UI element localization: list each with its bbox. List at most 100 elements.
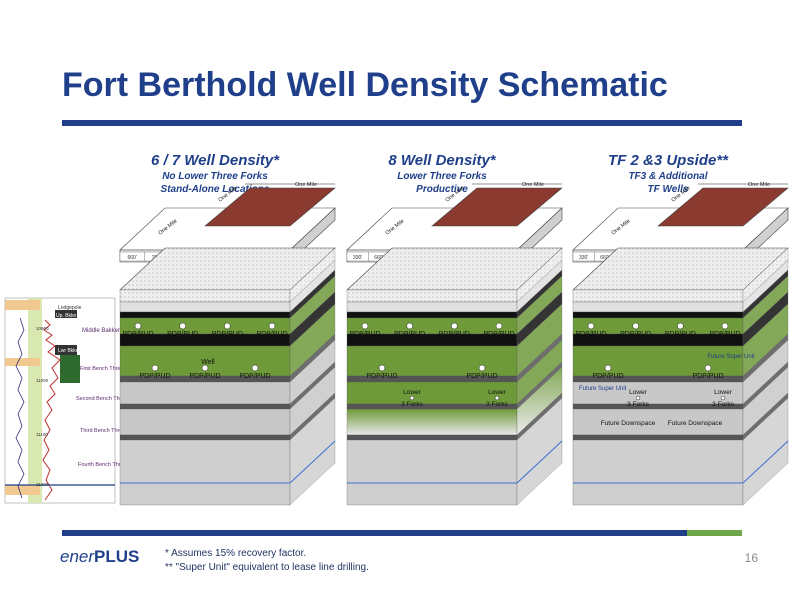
block-2-lower-label: Lower bbox=[403, 389, 422, 396]
logo-text-ener: ener bbox=[60, 547, 95, 566]
block-3-brown-plate bbox=[657, 187, 789, 227]
block-3-mb-well-label: PDP/PUD bbox=[575, 331, 606, 338]
block-1-layer-front bbox=[119, 439, 291, 506]
block-2-layer-front bbox=[346, 439, 518, 506]
block-2-layer-front bbox=[346, 345, 518, 377]
block-3-heading: TF 2 &3 Upside** bbox=[608, 152, 729, 169]
block-3-tf-well-label: PDP/PUD bbox=[692, 373, 723, 380]
block-2-lower-label: 3 Forks bbox=[401, 401, 423, 408]
block-1-mb-well-marker bbox=[268, 322, 276, 330]
slide-title: Fort Berthold Well Density Schematic bbox=[62, 66, 668, 104]
block-2-brown-plate bbox=[431, 187, 563, 227]
block-3-layer-front bbox=[572, 311, 744, 319]
block-2-mb-well-marker bbox=[361, 322, 369, 330]
block-3-future-downspace-1: Future Downspace bbox=[601, 420, 656, 427]
log-label-upper-shale: Up. Bkkn Shale bbox=[56, 313, 91, 319]
well-log: Lodgepole Up. Bkkn Shale Middle Bakken L… bbox=[4, 297, 143, 504]
block-1-mb-well-label: PDP/PUD bbox=[167, 331, 198, 338]
block-1-mb-well-label: PDP/PUD bbox=[122, 331, 153, 338]
block-1-tf-well-marker bbox=[251, 364, 259, 372]
block-2-subheading-2: Productive bbox=[416, 184, 468, 195]
block-2-tf-well-label: PDP/PUD bbox=[466, 373, 497, 380]
block-1-heading: 6 / 7 Well Density* bbox=[151, 152, 280, 169]
title-underline bbox=[62, 120, 742, 126]
block-2-heading: 8 Well Density* bbox=[388, 152, 496, 169]
block-1-subheading-1: No Lower Three Forks bbox=[162, 171, 268, 182]
company-logo: enerPLUS bbox=[60, 547, 139, 567]
block-2-mb-well-marker bbox=[406, 322, 413, 330]
log-label-lower-shale: Lwr Bkkn Shale bbox=[58, 348, 93, 354]
block-1-subheading-2: Stand-Alone Locations bbox=[161, 184, 270, 195]
block-2-mb-well-label: PDP/PUD bbox=[439, 331, 470, 338]
block-1-tf-well-label: PDP/PUD bbox=[139, 373, 170, 380]
schematic-blocks: 6 / 7 Well Density* No Lower Three ForksS… bbox=[119, 152, 789, 506]
block-2-layer-front bbox=[346, 434, 518, 441]
block-2-tf-well-marker bbox=[378, 364, 386, 372]
block-3-spacing-label: 660' bbox=[600, 255, 609, 261]
block-1-mb-well-marker bbox=[224, 322, 231, 330]
block-1-layer-front bbox=[119, 311, 291, 319]
block-1-layer-front bbox=[119, 434, 291, 441]
log-label-second: Second Bench Three Forks bbox=[76, 396, 143, 402]
block-1-layer-front bbox=[119, 289, 291, 303]
block-3-layer-front bbox=[572, 434, 744, 441]
block-2-layer-front bbox=[346, 311, 518, 319]
block-1-well-tag: Well bbox=[201, 359, 215, 366]
block-2-mb-well-marker bbox=[451, 322, 458, 330]
block-3-future-super-unit-right: Future Super Unit bbox=[707, 354, 755, 360]
log-depth-1: 10900 bbox=[36, 326, 49, 331]
block-2-lower-marker bbox=[409, 395, 415, 401]
block-2-tf-well-marker bbox=[478, 364, 486, 372]
block-1-mb-well-marker bbox=[134, 322, 142, 330]
block-3-tf-well-marker bbox=[604, 364, 612, 372]
block-3-base-line-side bbox=[742, 440, 789, 484]
block-3-layer-front bbox=[572, 439, 744, 506]
log-depth-3: 11100 bbox=[36, 432, 48, 437]
block-3-future-super-unit-left: Future Super Unit bbox=[579, 386, 627, 392]
block-3-future-downspace-2: Future Downspace bbox=[668, 420, 723, 427]
block-2-spacing-label: 660' bbox=[374, 255, 383, 261]
block-1-layer-front bbox=[119, 301, 291, 313]
block-2-layer-front bbox=[346, 289, 518, 303]
block-2-spacing-label: 330' bbox=[353, 255, 362, 261]
block-3-lower-label: Lower bbox=[714, 389, 733, 396]
block-1-spacing-label: 660' bbox=[127, 255, 136, 261]
block-2-mb-well-label: PDP/PUD bbox=[483, 331, 514, 338]
log-label-middle: Middle Bakken bbox=[82, 328, 121, 334]
block-1-layer-front bbox=[119, 408, 291, 436]
block-1-layer-front bbox=[119, 403, 291, 410]
log-label-lodgepole: Lodgepole bbox=[58, 305, 82, 311]
block-3-lower-label: 3 Forks bbox=[712, 401, 734, 408]
block-1-mb-well-marker bbox=[179, 322, 186, 330]
footnote-1: * Assumes 15% recovery factor. bbox=[165, 548, 307, 559]
block-1-base-line-side bbox=[289, 440, 336, 484]
block-2-base-line-side bbox=[516, 440, 563, 484]
block-3-mb-well-label: PDP/PUD bbox=[665, 331, 696, 338]
logo-text-plus: PLUS bbox=[94, 547, 140, 566]
footer-rule bbox=[62, 530, 742, 536]
block-3-lower-marker bbox=[720, 395, 726, 401]
block-1-tf-well-label: PDP/PUD bbox=[239, 373, 270, 380]
block-3-lower-label: 3 Forks bbox=[627, 401, 649, 408]
log-depth-2: 11000 bbox=[36, 378, 49, 383]
block-1-mile-label-top: One Mile bbox=[295, 182, 317, 188]
footnote-2: ** "Super Unit" equivalent to lease line… bbox=[165, 562, 369, 573]
log-label-third: Third Bench Three Forks bbox=[80, 428, 141, 434]
block-2-tf-well-label: PDP/PUD bbox=[366, 373, 397, 380]
footnotes: * Assumes 15% recovery factor. ** "Super… bbox=[165, 547, 369, 575]
well-density-diagram: Lodgepole Up. Bkkn Shale Middle Bakken L… bbox=[4, 152, 789, 506]
block-3-lower-marker bbox=[635, 395, 641, 401]
block-3-layer-front bbox=[572, 301, 744, 313]
block-3-tf-well-label: PDP/PUD bbox=[592, 373, 623, 380]
block-1-brown-plate bbox=[204, 187, 336, 227]
block-2-mb-well-label: PDP/PUD bbox=[349, 331, 380, 338]
block-3-lower-label: Lower bbox=[629, 389, 648, 396]
block-1-mb-well-label: PDP/PUD bbox=[256, 331, 287, 338]
block-3-mb-well-marker bbox=[632, 322, 639, 330]
page-number: 16 bbox=[744, 551, 758, 565]
block-1-tf-well-marker bbox=[151, 364, 159, 372]
block-3-mb-well-marker bbox=[677, 322, 684, 330]
block-2-lower-label: 3 Forks bbox=[486, 401, 508, 408]
block-2-mb-well-label: PDP/PUD bbox=[394, 331, 425, 338]
block-3-mb-well-label: PDP/PUD bbox=[709, 331, 740, 338]
